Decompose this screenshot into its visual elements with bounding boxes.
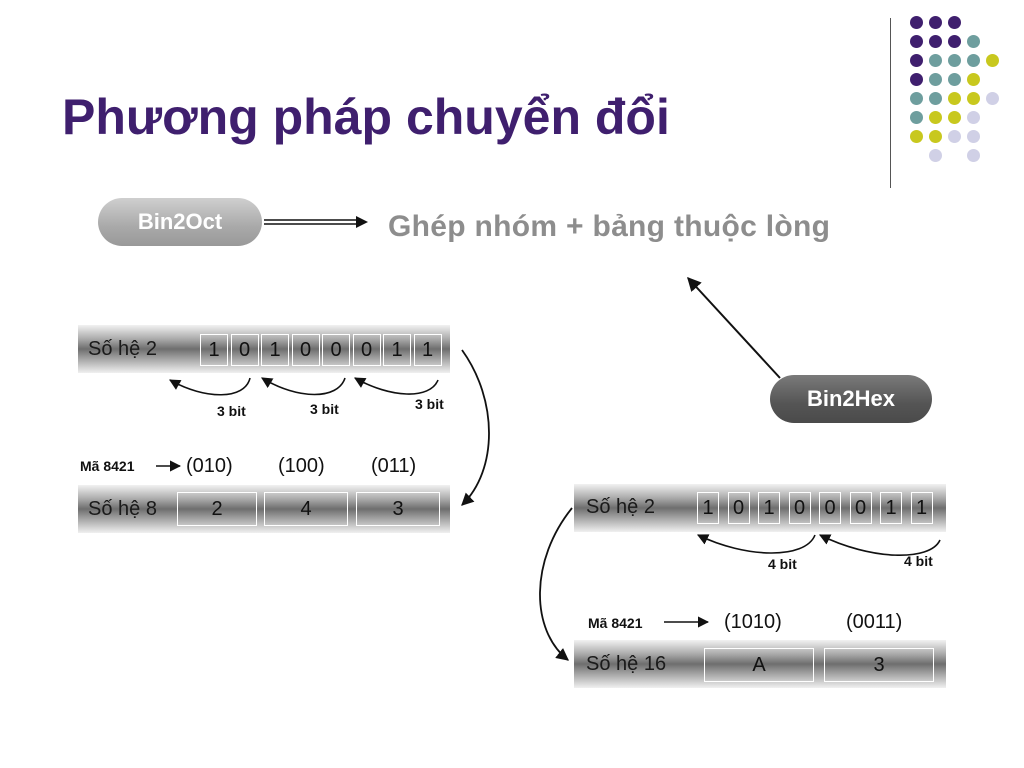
hex-bit-7: 1: [880, 492, 902, 524]
decorative-dot: [986, 92, 999, 105]
decorative-dot: [929, 111, 942, 124]
octal-group-label-3: 3 bit: [415, 396, 444, 412]
octal-result-label: Số hệ 8: [88, 498, 157, 520]
bin2oct-arrow: [264, 216, 368, 228]
hex-binary-label: Số hệ 2: [586, 496, 655, 518]
octal-convert-arrow: [461, 349, 490, 506]
octal-code-label: Mã 8421: [80, 458, 135, 474]
octal-bit-5: 0: [322, 334, 350, 366]
octal-digit-1: 2: [177, 492, 257, 526]
decorative-dot: [967, 149, 980, 162]
hex-bit-5: 0: [819, 492, 841, 524]
decorative-dot: [948, 16, 961, 29]
hex-bit-8: 1: [910, 492, 933, 524]
decorative-dot: [986, 54, 999, 67]
octal-group-1: (010): [186, 455, 233, 477]
hex-result-label: Số hệ 16: [586, 653, 667, 675]
decorative-dot: [967, 73, 980, 86]
title-divider: [890, 18, 891, 188]
hex-group-2: (0011): [846, 611, 903, 633]
method-text: Ghép nhóm + bảng thuộc lòng: [388, 210, 831, 243]
octal-bit-2: 0: [230, 334, 259, 366]
decorative-dot: [910, 73, 923, 86]
decorative-dot: [948, 130, 961, 143]
bin2oct-pill: Bin2Oct: [98, 198, 262, 246]
octal-group-label-1: 3 bit: [217, 403, 246, 419]
octal-digit-3: 3: [356, 492, 440, 526]
octal-digit-2: 4: [264, 492, 348, 526]
decorative-dot: [948, 54, 961, 67]
hex-group-1: (1010): [724, 611, 782, 633]
decorative-dot: [910, 54, 923, 67]
octal-bit-3: 1: [261, 334, 289, 366]
octal-group-arrow-2: [261, 377, 346, 396]
octal-group-2: (100): [278, 455, 325, 477]
decorative-dot: [929, 35, 942, 48]
decorative-dot: [948, 111, 961, 124]
decorative-dot: [929, 16, 942, 29]
hex-digit-2: 3: [824, 648, 934, 682]
decorative-dot: [910, 16, 923, 29]
hex-group-arrow-1: [696, 534, 816, 554]
hex-group-label-2: 4 bit: [904, 553, 933, 569]
octal-group-label-2: 3 bit: [310, 401, 339, 417]
decorative-dot: [948, 92, 961, 105]
decorative-dot-grid: [910, 16, 1010, 166]
slide-title: Phương pháp chuyển đổi: [62, 89, 670, 145]
decorative-dot: [967, 92, 980, 105]
decorative-dot: [967, 35, 980, 48]
decorative-dot: [929, 149, 942, 162]
hex-bit-4: 0: [788, 492, 811, 524]
octal-group-arrow-1: [169, 377, 251, 396]
hex-group-label-1: 4 bit: [768, 556, 797, 572]
hex-convert-arrow: [539, 507, 573, 661]
hex-code-label: Mã 8421: [588, 615, 643, 631]
hex-group-arrow-2: [818, 534, 941, 556]
decorative-dot: [967, 54, 980, 67]
hex-bit-1: 1: [697, 492, 719, 524]
decorative-dot: [929, 54, 942, 67]
octal-binary-label: Số hệ 2: [88, 338, 157, 360]
octal-bit-4: 0: [291, 334, 320, 366]
octal-group-arrow-3: [354, 377, 439, 395]
decorative-dot: [929, 73, 942, 86]
hex-bit-6: 0: [849, 492, 872, 524]
decorative-dot: [910, 130, 923, 143]
hex-bit-2: 0: [727, 492, 750, 524]
decorative-dot: [910, 35, 923, 48]
octal-bit-1: 1: [200, 334, 228, 366]
decorative-dot: [948, 73, 961, 86]
octal-bit-6: 0: [352, 334, 381, 366]
octal-bit-8: 1: [413, 334, 442, 366]
bin2hex-arrow: [687, 276, 781, 379]
decorative-dot: [948, 35, 961, 48]
decorative-dot: [967, 111, 980, 124]
octal-bit-7: 1: [383, 334, 411, 366]
hex-bit-3: 1: [758, 492, 780, 524]
decorative-dot: [929, 130, 942, 143]
decorative-dot: [910, 92, 923, 105]
octal-group-3: (011): [371, 455, 417, 477]
decorative-dot: [910, 111, 923, 124]
hex-digit-1: A: [704, 648, 814, 682]
decorative-dot: [929, 92, 942, 105]
bin2hex-pill: Bin2Hex: [770, 375, 932, 423]
decorative-dot: [967, 130, 980, 143]
